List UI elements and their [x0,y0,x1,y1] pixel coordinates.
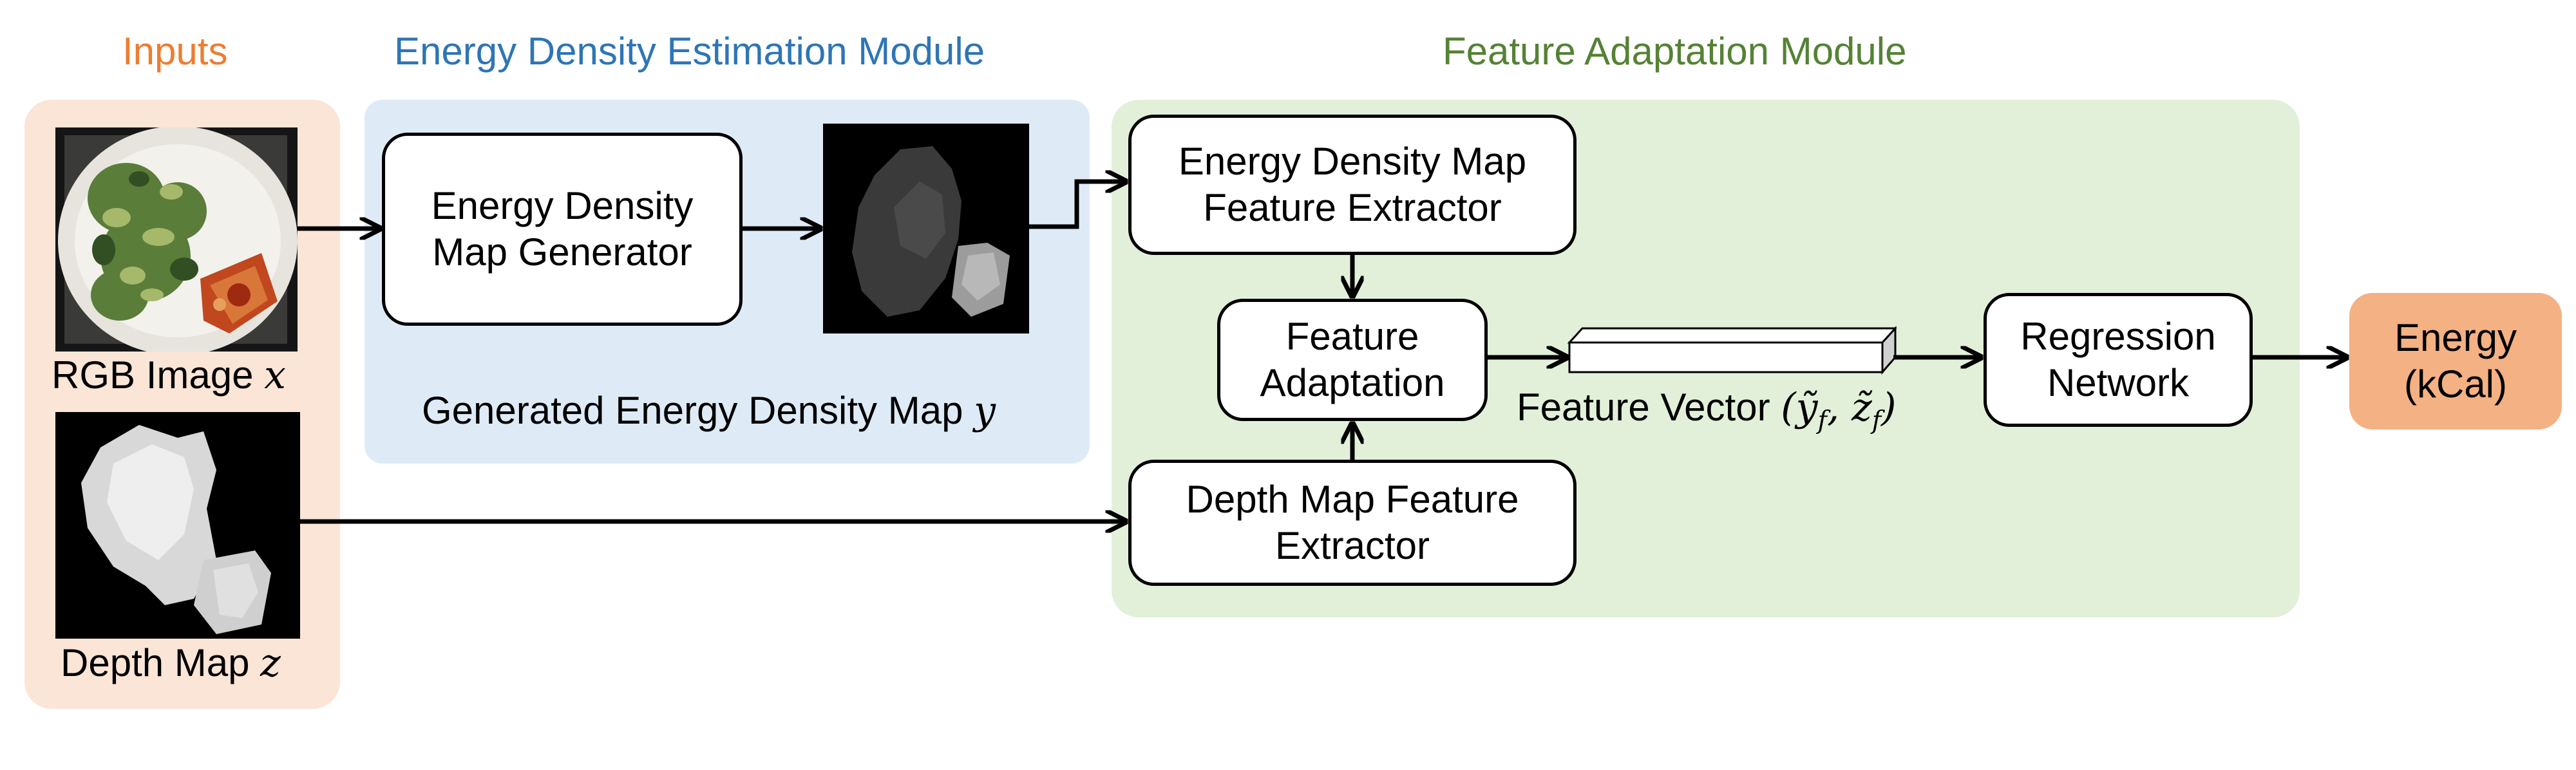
energy-output-box: Energy (kCal) [2349,293,2562,429]
generated-map-label-text: Generated Energy Density Map [422,389,963,432]
energy-density-module-title: Energy Density Estimation Module [394,30,985,73]
generator-line-1: Energy Density [431,184,694,227]
output-line-1: Energy [2394,316,2517,359]
feature-vector-math: (ỹf, z̃f) [1781,385,1897,435]
energy-density-map-image [823,124,1029,333]
energy-density-map-feature-extractor-box: Energy Density Map Feature Extractor [1128,115,1577,255]
depth-map-label-text: Depth Map [61,641,250,684]
depth-map-feature-extractor-box: Depth Map Feature Extractor [1128,460,1577,586]
edm-extractor-line-2: Feature Extractor [1203,186,1502,229]
regression-network-box: Regression Network [1984,293,2253,427]
regression-line-2: Network [2047,361,2190,404]
depth-extractor-line-1: Depth Map Feature [1186,478,1519,521]
generated-map-label: Generated Energy Density Map y [422,388,996,433]
rgb-image-label-text: RGB Image [52,353,254,397]
depth-map-image [55,412,300,639]
inputs-title: Inputs [122,30,228,73]
depth-extractor-line-2: Extractor [1274,524,1430,567]
rgb-image [55,127,298,352]
energy-density-map-generator-box: Energy Density Map Generator [382,133,743,326]
adaptation-line-1: Feature [1285,315,1419,358]
generated-map-variable: y [974,388,996,433]
edm-extractor-line-1: Energy Density Map [1178,140,1527,183]
depth-map-label: Depth Map z [61,641,281,686]
arrow-map-to-edm-extractor [1029,182,1126,229]
regression-line-1: Regression [2020,315,2216,358]
generator-line-2: Map Generator [432,230,692,274]
output-line-2: (kCal) [2404,362,2507,406]
rgb-image-variable: x [264,353,286,398]
rgb-image-label: RGB Image x [52,353,286,398]
adaptation-line-2: Adaptation [1260,361,1445,404]
feature-adaptation-box: Feature Adaptation [1217,299,1488,421]
feature-adaptation-module-title: Feature Adaptation Module [1443,30,1907,73]
depth-map-variable: z [260,641,281,686]
feature-vector-label: Feature Vector (ỹf, z̃f) [1517,385,1897,435]
feature-vector-label-text: Feature Vector [1517,386,1770,429]
